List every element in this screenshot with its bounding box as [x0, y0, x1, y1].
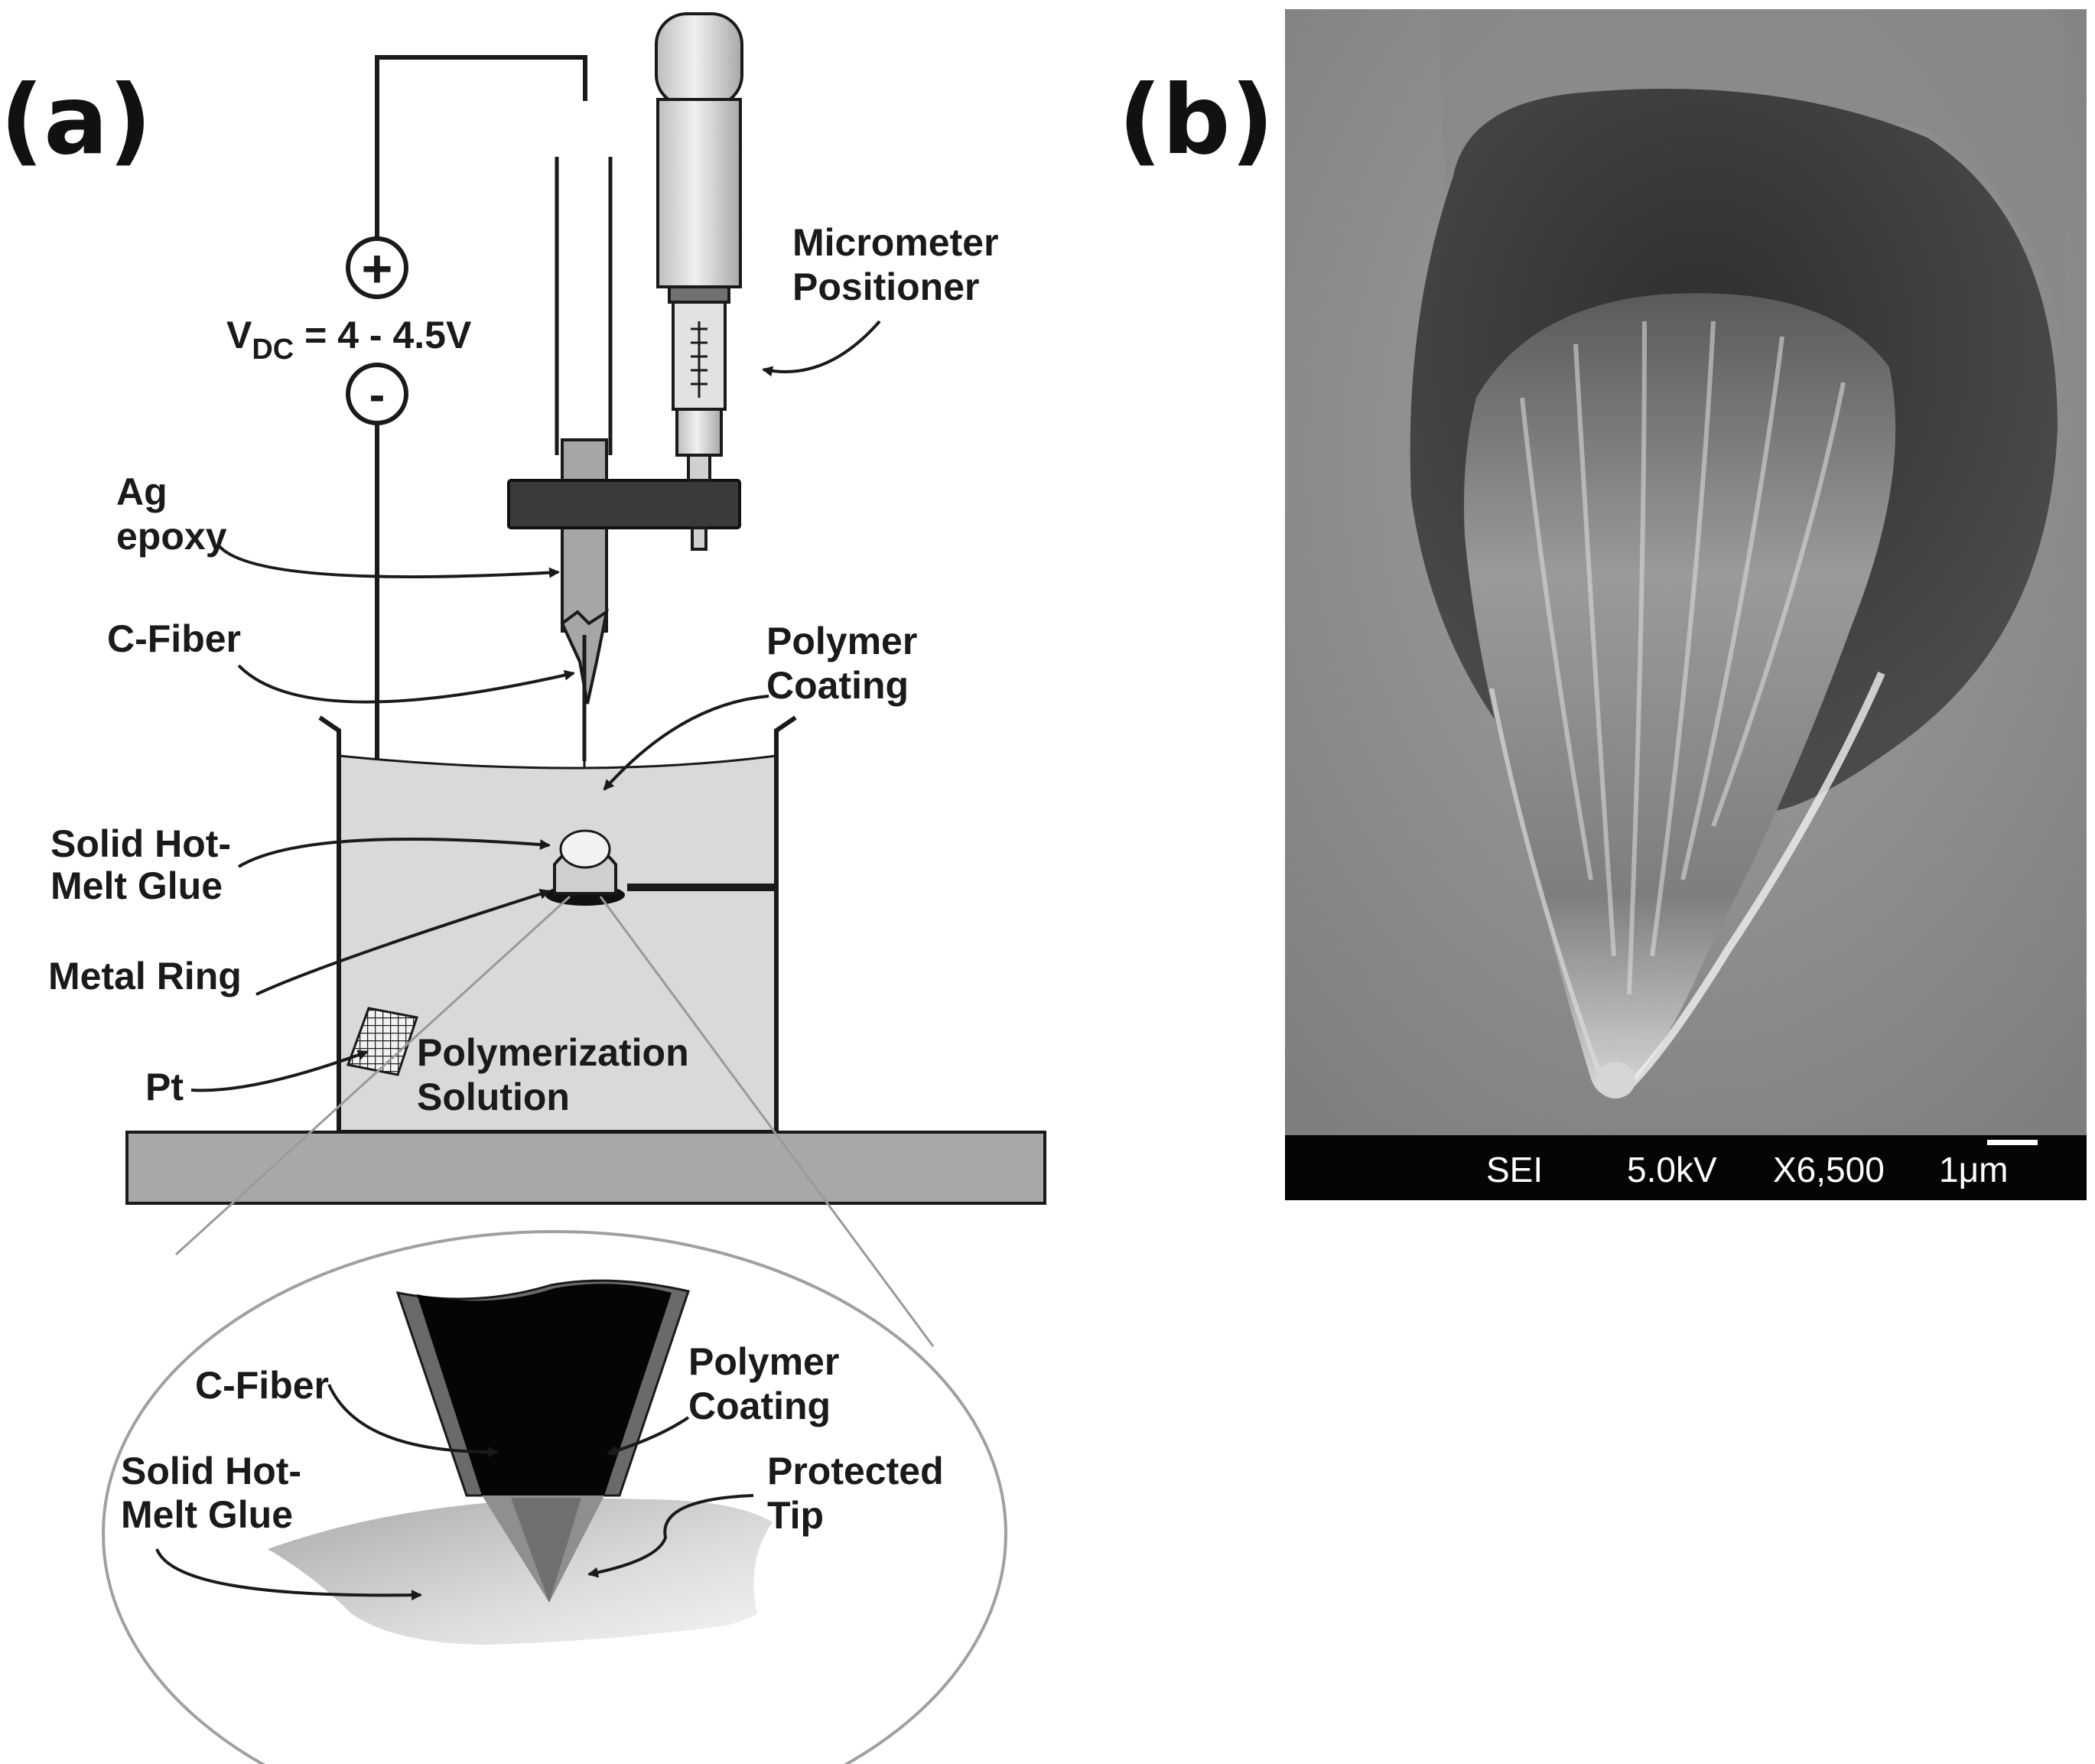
svg-text:Solid Hot-: Solid Hot-	[50, 822, 231, 865]
polymer-coating-label: Polymer Coating	[766, 620, 917, 707]
leader-arrows	[190, 320, 881, 1092]
inset-hot-melt-glue-label: Solid Hot- Melt Glue	[121, 1450, 301, 1536]
panel-a: (a) + - VDC = 4 - 4.5V	[0, 12, 1046, 1764]
svg-text:Micrometer: Micrometer	[792, 221, 999, 264]
svg-text:Polymerization: Polymerization	[417, 1031, 689, 1074]
svg-text:Solid Hot-: Solid Hot-	[121, 1450, 301, 1492]
svg-text:Solution: Solution	[417, 1076, 570, 1118]
micrometer-label: Micrometer Positioner	[792, 221, 999, 308]
svg-text:Melt Glue: Melt Glue	[121, 1493, 293, 1536]
sem-info-bar: SEI 5.0kV X6,500 1μm	[1285, 1135, 2087, 1200]
base-plate	[125, 1131, 1046, 1205]
clamp	[507, 479, 741, 529]
plus-terminal: +	[346, 236, 408, 299]
svg-text:epoxy: epoxy	[116, 515, 227, 558]
inset-magnified	[102, 1230, 1007, 1764]
svg-text:Coating: Coating	[766, 664, 909, 707]
sem-magnification: X6,500	[1773, 1150, 1885, 1190]
sem-voltage: 5.0kV	[1627, 1150, 1717, 1190]
panel-b: (b) SE	[1118, 9, 2087, 1200]
inset-c-fiber-label: C-Fiber	[195, 1364, 329, 1407]
inset-protected-tip-label: Protected Tip	[767, 1450, 944, 1537]
panel-b-label: (b)	[1118, 65, 1274, 176]
sem-detector: SEI	[1486, 1150, 1543, 1190]
svg-text:Coating: Coating	[688, 1385, 831, 1427]
inset-leader-arrows	[155, 1384, 754, 1601]
inset-polymer-coating-label: Polymer Coating	[688, 1340, 839, 1427]
sem-micrograph	[1285, 9, 2087, 1135]
svg-text:Ag: Ag	[116, 470, 168, 513]
c-fiber-label: C-Fiber	[107, 617, 241, 660]
svg-text:Melt Glue: Melt Glue	[50, 864, 223, 907]
hot-melt-glue-label: Solid Hot- Melt Glue	[50, 822, 231, 907]
svg-text:+: +	[362, 239, 393, 298]
magnification-lines	[174, 895, 935, 1347]
sem-scale-bar	[1987, 1140, 2038, 1145]
electrode-tube	[555, 157, 613, 705]
voltage-label: VDC = 4 - 4.5V	[226, 314, 472, 366]
svg-text:Positioner: Positioner	[792, 265, 979, 308]
panel-a-label: (a)	[0, 65, 152, 176]
svg-text:Polymer: Polymer	[766, 620, 917, 662]
svg-text:-: -	[369, 369, 385, 421]
pt-label: Pt	[145, 1066, 184, 1108]
sem-scale-label: 1μm	[1939, 1150, 2008, 1190]
micrometer-positioner	[655, 12, 743, 551]
svg-text:Polymer: Polymer	[688, 1340, 839, 1383]
svg-text:Tip: Tip	[767, 1494, 824, 1537]
svg-text:Protected: Protected	[767, 1450, 944, 1492]
metal-ring-label: Metal Ring	[48, 955, 242, 998]
hot-melt-glue	[553, 829, 617, 895]
ag-epoxy-label: Ag epoxy	[116, 470, 227, 558]
minus-terminal: -	[346, 363, 408, 425]
polymerization-solution-label: Polymerization Solution	[417, 1031, 689, 1118]
